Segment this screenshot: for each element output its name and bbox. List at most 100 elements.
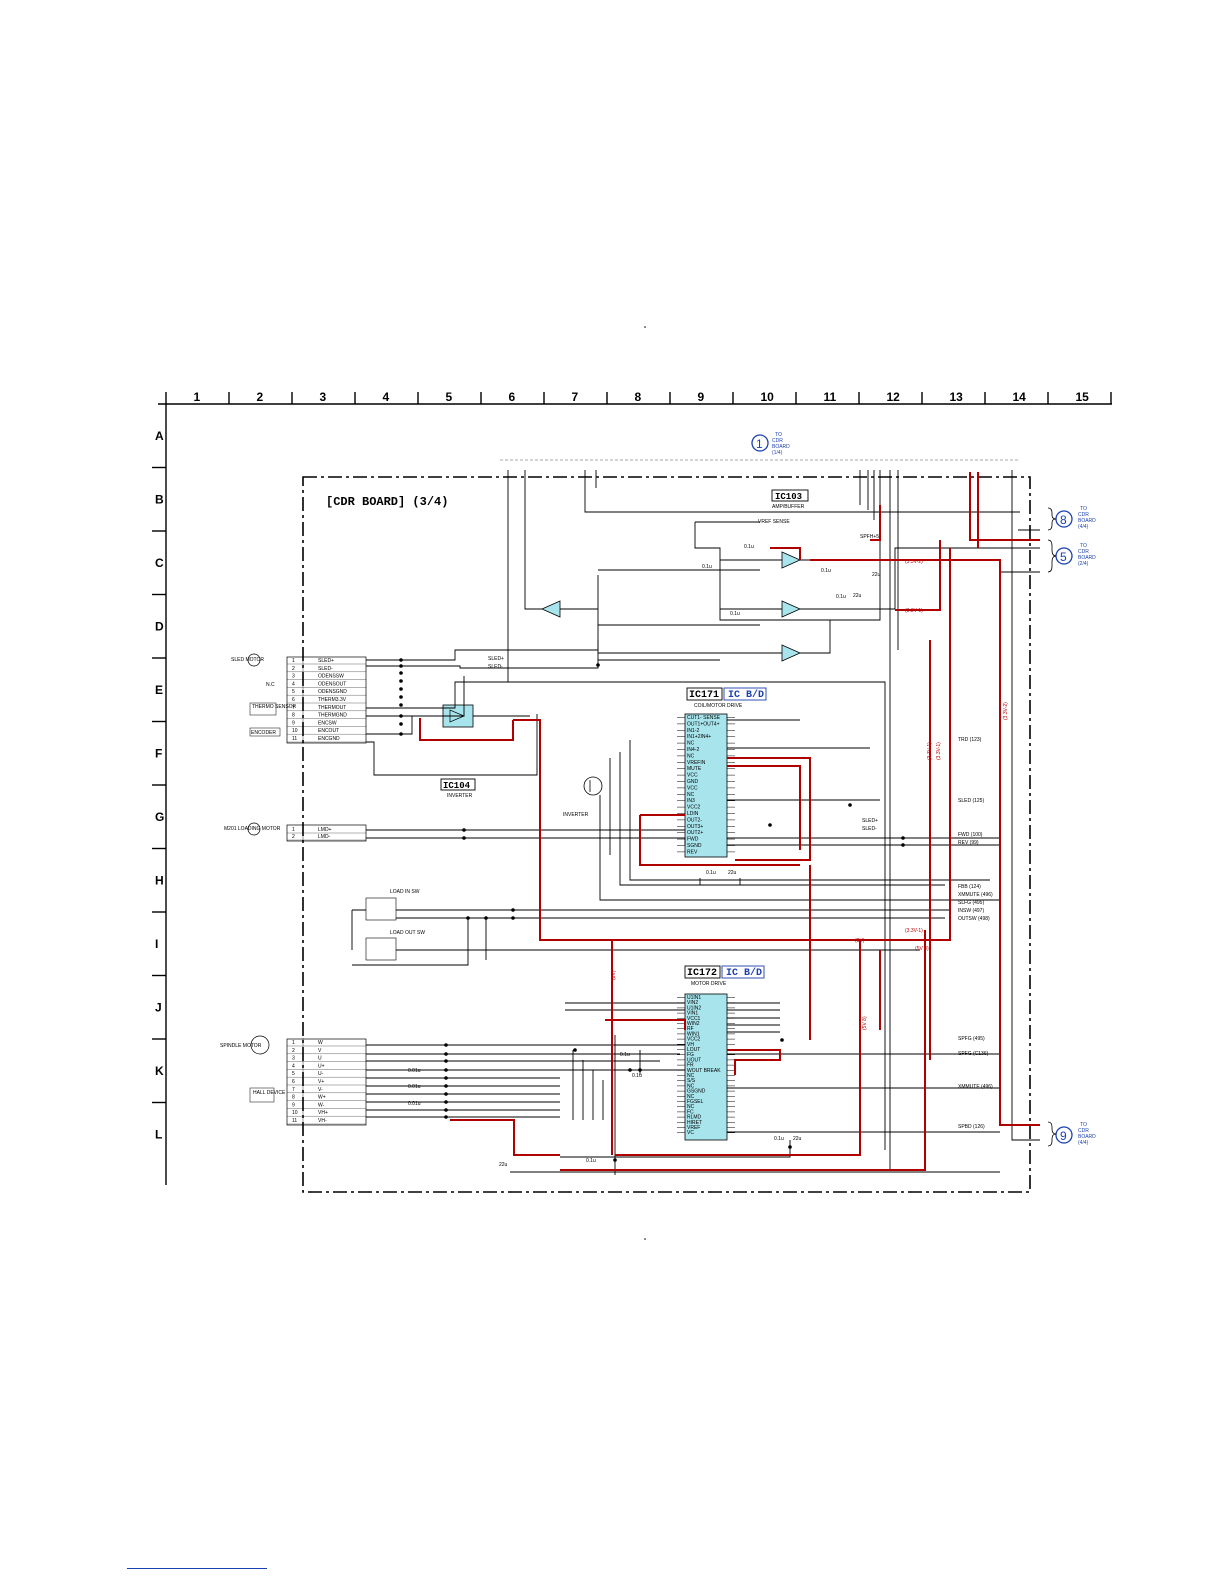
ic171-pin-label: VCC [687,785,698,791]
capacitor-label: 0.01u [408,1101,421,1107]
svg-text:ENCODER: ENCODER [251,730,276,736]
capacitor-label: 0.1u [730,611,740,617]
column-label-10: 10 [761,390,775,404]
svg-text:(3.3V-2): (3.3V-2) [1003,702,1009,720]
svg-text:HALL DEVICE: HALL DEVICE [253,1090,286,1096]
row-label-B: B [155,492,164,506]
row-label-J: J [155,1000,162,1014]
connector-pin-number: 1 [292,1040,295,1046]
ic172-pin-label: LOUT [687,1047,700,1053]
ic171-pin-label: SGND [687,843,702,849]
svg-text:AMP/BUFFER: AMP/BUFFER [772,504,805,510]
ic104-block: IC104 INVERTER [440,704,476,799]
ic171-pin-label: MUTE [687,766,702,772]
page-title: [CDR BOARD] (3/4) [326,495,448,509]
capacitor-label: 0.1u [620,1052,630,1058]
svg-text:SLED-: SLED- [488,664,503,670]
connector-pin-number: 4 [292,1063,295,1069]
svg-text:IC103: IC103 [775,492,802,502]
connector-pin-label: U [318,1056,322,1062]
connector-pin-number: 7 [292,705,295,711]
ic172-pin-label: FGSEL [687,1099,704,1105]
column-label-13: 13 [950,390,964,404]
ic171-pin-label: IN3 [687,798,695,804]
ic172-pin-label: FC [687,1109,694,1115]
capacitor-label: 0.1u [702,564,712,570]
capacitor-label: 0.1u [821,568,831,574]
column-label-11: 11 [824,390,837,404]
column-label-9: 9 [698,390,705,404]
net-label-right: XMMUTE (496) [958,1084,993,1090]
ic103-block: IC103 AMP/BUFFER [541,489,809,662]
column-label-12: 12 [887,390,901,404]
svg-text:IC171: IC171 [689,690,719,701]
connector-pin-number: 2 [292,666,295,672]
capacitor-label: 0.1u [632,1073,642,1079]
svg-text:TO: TO [775,432,782,438]
ic171-block: IC171 IC B/D COIL/MOTOR DRIVE CUT1- SENS… [677,687,767,858]
capacitor-label: 0.1u [774,1136,784,1142]
net-label-right: SLFG (495) [958,900,984,906]
connector-pin-number: 6 [292,697,295,703]
ic171-pin-label: NC [687,792,695,798]
svg-text:BOARD: BOARD [1078,1134,1096,1140]
connector-pin-number: 5 [292,1071,295,1077]
connector-pin-label: U+ [318,1063,325,1069]
connector-pin-label: ODENSOUT [318,681,346,687]
svg-text:BOARD: BOARD [1078,555,1096,561]
column-label-15: 15 [1076,390,1090,404]
ic172-pin-label: NC [687,1094,695,1100]
column-label-2: 2 [257,390,264,404]
ic172-pin-label: VCC2 [687,1037,701,1043]
svg-text:SLED+: SLED+ [488,656,504,662]
row-label-F: F [155,746,162,760]
ic172-pin-label: U1IN2 [687,1005,701,1011]
ic172-pin-label: U1IN1 [687,995,701,1001]
ic172-pin-label: FG [687,1052,694,1058]
ic171-pin-label: IN4-2 [687,747,699,753]
ic171-pin-label: VREFIN [687,760,706,766]
net-label-right: REV (99) [958,840,979,846]
svg-text:TO: TO [1080,506,1087,512]
connector-pin-number: 7 [292,1087,295,1093]
svg-text:CDR: CDR [1078,512,1089,518]
svg-text:BOARD: BOARD [772,444,790,450]
row-label-I: I [155,937,158,951]
net-label-right: XMMUTE (496) [958,892,993,898]
row-label-E: E [155,683,163,697]
net-labels: (3.3V-2) (3.3V-1) (3.3V-1) (8V) (5V 8) V… [488,519,929,952]
connector-pin-label: W+ [318,1095,326,1101]
svg-text:CDR: CDR [1078,1128,1089,1134]
ic171-pin-label: OUT1+OUT4+ [687,721,720,727]
connector-pin-label: LMD+ [318,827,332,833]
svg-text:TO: TO [1080,1122,1087,1128]
capacitor-label: 22u [793,1136,802,1142]
connector-pin-number: 9 [292,1102,295,1108]
connector-pin-number: 8 [292,1095,295,1101]
connector-pin-label: W- [318,1102,325,1108]
svg-text:1: 1 [756,437,763,451]
svg-text:9: 9 [1060,1129,1067,1143]
connector-pin-label: LMD- [318,834,331,840]
junction-dots [399,658,905,1162]
connector-pin-number: 9 [292,720,295,726]
ic172-pin-label: WIN1 [687,1031,700,1037]
ic171-pin-label: FWD [687,837,699,843]
connector-pin-number: 5 [292,689,295,695]
svg-text:MOTOR DRIVE: MOTOR DRIVE [691,981,727,987]
svg-text:LOAD OUT SW: LOAD OUT SW [390,930,425,936]
svg-text:VREF SENSE: VREF SENSE [758,519,790,525]
capacitor-label: 0.1u [836,594,846,600]
ic172-pin-label: VIN1 [687,1011,698,1017]
svg-text:(3.3V-1): (3.3V-1) [905,928,923,934]
connector-pin-label: THERMOUT [318,705,346,711]
svg-text:(3.3V-1): (3.3V-1) [936,742,942,760]
connector-pin-number: 8 [292,713,295,719]
svg-text:IC104: IC104 [443,781,471,791]
connector-pin-number: 11 [292,1118,297,1124]
footer-link-underline[interactable] [127,1568,267,1569]
